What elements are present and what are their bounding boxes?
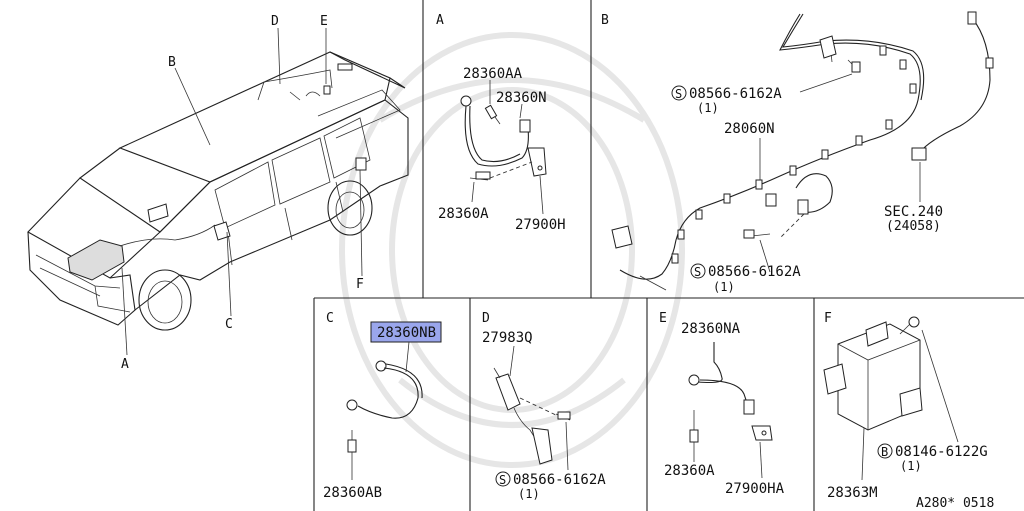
part-28360na: 28360NA — [681, 321, 741, 337]
sec-240-ref: (24058) — [886, 219, 941, 234]
callout-b: B — [168, 55, 176, 70]
sec-240: SEC.240 — [884, 204, 943, 220]
part-08566-6162a-b2-qty: (1) — [713, 280, 735, 294]
panel-label-f: F — [824, 311, 832, 326]
part-28360a-panel-a: 28360A — [438, 206, 489, 222]
callout-e: E — [320, 14, 328, 29]
diagram-code: A280* 0518 — [916, 496, 994, 511]
callout-f: F — [356, 277, 364, 292]
panel-label-b: B — [601, 13, 609, 28]
part-08566-6162a-d-qty: (1) — [518, 487, 540, 501]
part-28360aa: 28360AA — [463, 66, 523, 82]
symbol-s-b1: S — [671, 85, 687, 101]
panel-f-module — [823, 316, 959, 481]
panel-e-cable — [688, 342, 773, 479]
panel-label-a: A — [436, 13, 444, 28]
part-28363m: 28363M — [827, 485, 878, 501]
part-08566-6162a-d: 08566-6162A — [513, 472, 606, 488]
symbol-s-d: S — [495, 471, 511, 487]
svg-text:S: S — [675, 87, 682, 101]
panel-b-harness — [611, 11, 994, 291]
symbol-b-f: B — [877, 443, 893, 459]
part-27900h: 27900H — [515, 217, 566, 233]
vehicle-callouts — [121, 27, 363, 356]
callout-c: C — [225, 317, 233, 332]
panel-d-sensor — [493, 345, 571, 471]
svg-text:S: S — [694, 265, 701, 279]
panel-borders — [313, 0, 1024, 511]
panel-label-d: D — [482, 311, 490, 326]
svg-text:B: B — [881, 445, 888, 459]
part-28360a-panel-e: 28360A — [664, 463, 715, 479]
panel-c-cable — [346, 341, 423, 480]
part-28360n: 28360N — [496, 90, 547, 106]
symbol-s-b2: S — [690, 263, 706, 279]
callout-d: D — [271, 14, 279, 29]
panel-label-c: C — [326, 311, 334, 326]
part-08146-6122g: 08146-6122G — [895, 444, 988, 460]
part-28360ab: 28360AB — [323, 485, 382, 501]
part-08566-6162a-b1-qty: (1) — [697, 101, 719, 115]
svg-text:S: S — [499, 473, 506, 487]
part-08146-6122g-qty: (1) — [900, 459, 922, 473]
panel-a-parts — [460, 80, 547, 215]
part-08566-6162a-b2: 08566-6162A — [708, 264, 801, 280]
part-28360nb: 28360NB — [377, 325, 436, 341]
part-27900ha: 27900HA — [725, 481, 785, 497]
part-27983q: 27983Q — [482, 330, 533, 346]
part-28060n: 28060N — [724, 121, 775, 137]
vehicle-drawing — [27, 51, 409, 331]
panel-label-e: E — [659, 311, 667, 326]
highlight-28360nb — [370, 321, 442, 343]
part-08566-6162a-b1: 08566-6162A — [689, 86, 782, 102]
watermark-emblem — [339, 32, 685, 468]
callout-a: A — [121, 357, 129, 372]
